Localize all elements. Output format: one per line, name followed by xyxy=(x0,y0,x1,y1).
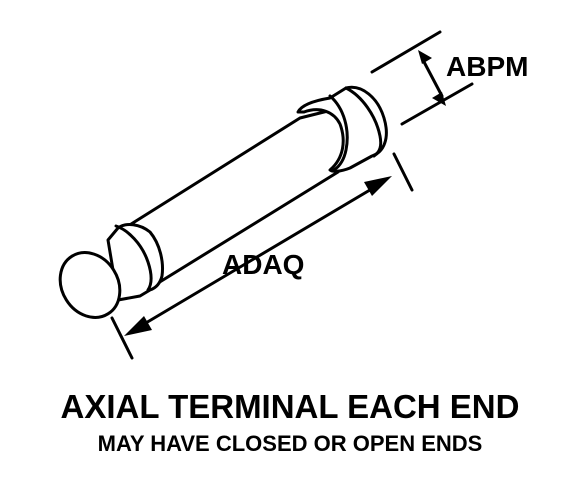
length-arrowhead-right xyxy=(364,176,392,196)
left-end-cap xyxy=(106,223,164,302)
diameter-arrowhead-up xyxy=(418,50,432,64)
caption-title: AXIAL TERMINAL EACH END xyxy=(61,388,520,425)
length-arrowhead-left xyxy=(124,316,152,336)
length-label: ADAQ xyxy=(222,249,304,280)
diameter-arrow-line xyxy=(421,58,444,98)
diameter-arrowhead-down xyxy=(432,92,446,106)
length-extension-line-left xyxy=(110,316,134,360)
caption-subtitle: MAY HAVE CLOSED OR OPEN ENDS xyxy=(98,431,483,456)
diameter-dimension xyxy=(370,30,474,126)
length-arrowheads xyxy=(124,176,392,336)
length-arrow-line xyxy=(132,182,382,332)
diameter-extension-line-top xyxy=(370,30,442,74)
diameter-label: ABPM xyxy=(446,51,528,82)
right-cap-rim xyxy=(344,86,383,158)
fuse-cylinder xyxy=(58,85,388,319)
left-cap-seam xyxy=(114,224,153,292)
right-cap-seam xyxy=(328,94,349,172)
length-extension-line-right xyxy=(392,152,414,192)
right-end-cap xyxy=(296,85,388,173)
diameter-extension-line-bottom xyxy=(400,82,474,126)
length-dimension xyxy=(110,152,414,360)
diameter-arrowheads xyxy=(418,50,446,106)
fuse-end-face xyxy=(58,251,122,319)
